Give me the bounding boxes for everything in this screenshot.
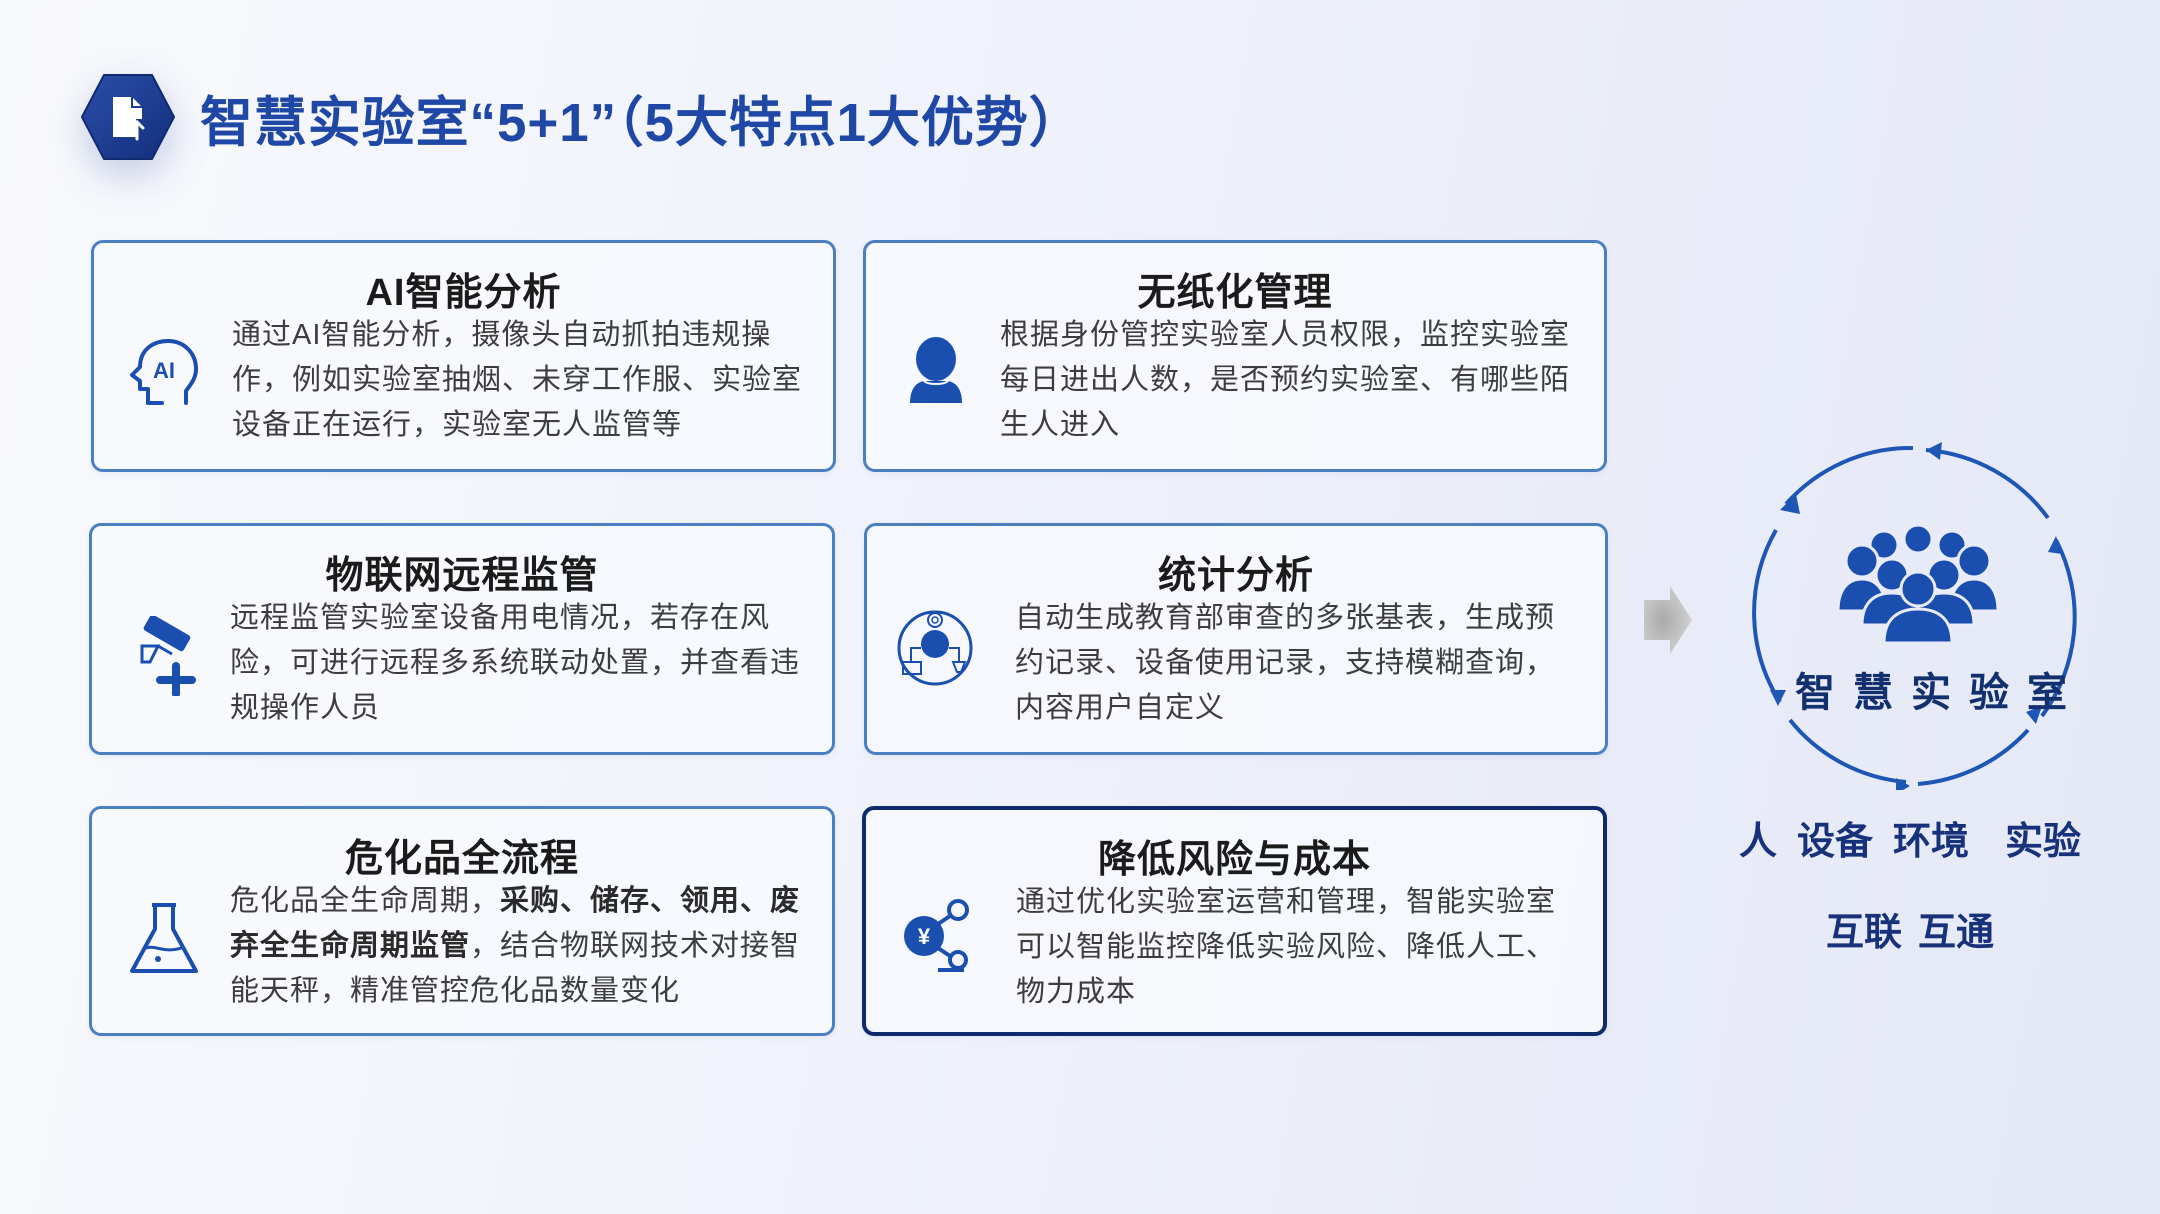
card-body: 通过AI智能分析，摄像头自动抓拍违规操作，例如实验室抽烟、未穿工作服、实验室设备… xyxy=(232,319,803,441)
flask-icon xyxy=(124,899,204,979)
svg-text:AI: AI xyxy=(153,358,175,383)
ai-head-icon: AI xyxy=(124,331,204,411)
card-body: 危化品全生命周期，采购、储存、领用、废弃全生命周期监管，结合物联网技术对接智能天… xyxy=(230,879,804,1014)
card-title: 降低风险与成本 xyxy=(1097,839,1371,881)
yuan-network-icon: ¥ xyxy=(898,894,978,974)
tags-row-2: 互联互通 xyxy=(1700,901,2120,956)
statistics-balance-icon xyxy=(895,606,975,686)
page-header: 智慧实验室“5+1”（5大特点1大优势） xyxy=(80,62,1101,172)
card-body: 根据身份管控实验室人员权限，监控实验室每日进出人数，是否预约实验室、有哪些陌生人… xyxy=(1000,319,1571,441)
card-title: 统计分析 xyxy=(1157,555,1314,597)
tag-experiment: 实验 xyxy=(2005,821,2082,863)
document-upload-icon xyxy=(80,73,176,161)
feature-card-ai-analysis: AI智能分析 AI 通过AI智能分析，摄像头自动抓拍违规操作，例如实验室抽烟、未… xyxy=(91,240,836,472)
interconnect-tags: 人设备环境实验 互联互通 xyxy=(1700,810,2120,956)
tag-interconnect: 互联 xyxy=(1825,912,1902,954)
feature-card-reduce-risk-cost: 降低风险与成本 ¥ 通过优化实验室运营和管理，智能实验室可以智能监控降低实验风险… xyxy=(862,806,1607,1036)
right-arrow-icon xyxy=(1642,584,1694,656)
feature-card-hazardous-chemicals: 危化品全流程 危化品全生命周期，采购、储存、领用、废弃全生命周期监管，结合物联网… xyxy=(89,806,835,1036)
feature-card-statistics: 统计分析 自动生成教育部审查的多张基表，生成预约记录、设备使用记录，支持模糊查询… xyxy=(864,523,1608,755)
card-body-emphasis: 采购、储存、领用、废弃全生命周期监管 xyxy=(230,885,801,962)
card-title: 危化品全流程 xyxy=(344,838,579,880)
card-body: 通过优化实验室运营和管理，智能实验室可以智能监控降低实验风险、降低人工、物力成本 xyxy=(1016,886,1557,1008)
cycle-arrows-icon xyxy=(1740,440,2090,794)
card-body-text: 危化品全生命周期， xyxy=(230,885,501,917)
card-title: 无纸化管理 xyxy=(1137,272,1333,314)
card-title: AI智能分析 xyxy=(365,272,562,314)
tag-intercommunicate: 互通 xyxy=(1918,912,1995,954)
user-icon xyxy=(896,331,976,411)
people-group-icon xyxy=(1836,523,2000,645)
tag-equipment: 设备 xyxy=(1796,821,1873,863)
camera-plus-icon xyxy=(124,614,204,698)
card-body: 自动生成教育部审查的多张基表，生成预约记录、设备使用记录，支持模糊查询，内容用户… xyxy=(1015,602,1556,724)
page-title: 智慧实验室“5+1”（5大特点1大优势） xyxy=(200,92,1083,153)
card-title: 物联网远程监管 xyxy=(325,555,599,597)
svg-text:¥: ¥ xyxy=(918,924,931,949)
feature-card-paperless: 无纸化管理 根据身份管控实验室人员权限，监控实验室每日进出人数，是否预约实验室、… xyxy=(863,240,1607,472)
center-label: 智慧实验室 xyxy=(1795,671,2085,715)
card-body: 远程监管实验室设备用电情况，若存在风险，可进行远程多系统联动处置，并查看违规操作… xyxy=(230,602,801,724)
feature-card-iot-monitoring: 物联网远程监管 远程监管实验室设备用电情况，若存在风险，可进行远程多系统联动处置… xyxy=(89,523,835,755)
tag-person: 人 xyxy=(1738,821,1777,863)
card-body-text: ，结合物联网技术对接智能天秤，精准管控危化品数量变化 xyxy=(230,930,801,1007)
tags-row-1: 人设备环境实验 xyxy=(1700,810,2120,865)
tag-environment: 环境 xyxy=(1893,821,1970,863)
